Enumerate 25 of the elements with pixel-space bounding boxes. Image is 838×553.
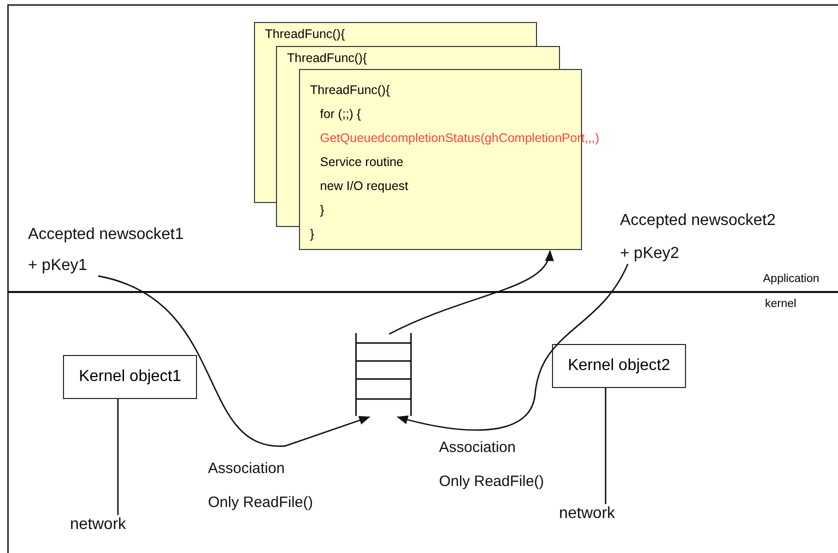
arrow xyxy=(396,264,628,431)
kernel-object-box: Kernel object1 xyxy=(63,355,197,399)
code-line: ThreadFunc(){ xyxy=(265,27,345,41)
text-label: + pKey2 xyxy=(620,245,680,263)
code-line: Service routine xyxy=(320,155,404,169)
text-label: network xyxy=(70,516,126,534)
text-label: network xyxy=(559,505,616,523)
layer-label: Application xyxy=(763,273,820,285)
connector-line xyxy=(117,399,119,515)
text-label: Accepted newsocket2 xyxy=(620,212,776,230)
text-label: Accepted newsocket1 xyxy=(28,226,184,244)
code-line: for (;;) { xyxy=(320,107,361,121)
code-line: ThreadFunc(){ xyxy=(287,51,367,65)
kernel-object-box: Kernel object2 xyxy=(552,344,686,388)
connector-line xyxy=(604,388,606,504)
arrow xyxy=(388,250,552,335)
arrow xyxy=(98,275,370,447)
code-card xyxy=(276,46,560,69)
code-line: new I/O request xyxy=(320,179,408,193)
layer-label: kernel xyxy=(765,298,796,310)
code-line: } xyxy=(310,227,314,241)
code-line: ThreadFunc(){ xyxy=(310,83,390,97)
text-label: + pKey1 xyxy=(28,257,88,275)
code-line: } xyxy=(320,203,324,217)
code-card xyxy=(254,22,537,46)
